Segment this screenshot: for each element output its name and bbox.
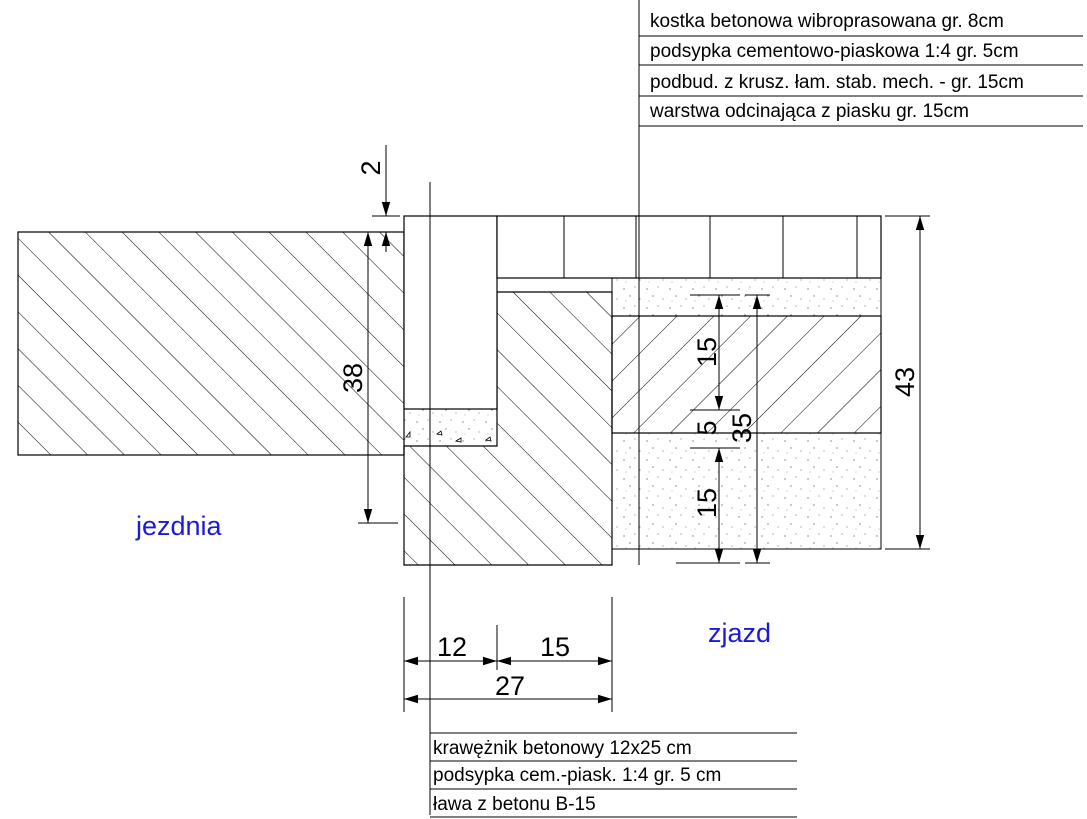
label-curb-bedding: podsypka cem.-piask. 1:4 gr. 5 cm — [433, 765, 721, 786]
dim-layers-total — [745, 294, 770, 564]
paver-joints — [563, 216, 858, 278]
sand-layer — [611, 432, 882, 550]
label-curb: krawężnik betonowy 12x25 cm — [433, 738, 692, 759]
dim-total-height — [885, 215, 930, 550]
label-sand-layer: warstwa odcinająca z piasku gr. 15cm — [649, 101, 969, 122]
label-footing: ława z betonu B-15 — [433, 794, 596, 815]
dim-curb-width-value: 12 — [437, 632, 467, 662]
label-aggregate-base: podbud. z krusz. łam. stab. mech. - gr. … — [650, 72, 1024, 93]
area-label-road: jezdnia — [135, 511, 223, 541]
concrete-curb — [403, 215, 498, 410]
dim-road-height — [358, 232, 398, 524]
dim-curb-reveal-value: 2 — [356, 160, 386, 175]
dim-layer-thicknesses — [676, 294, 740, 564]
paver-bedding — [611, 277, 882, 317]
aggregate-base — [611, 315, 882, 434]
dim-base-layer-value: 15 — [692, 337, 722, 367]
area-label-driveway: zjazd — [708, 618, 771, 648]
road-section — [17, 231, 405, 456]
dim-layers-total-value: 35 — [727, 413, 757, 443]
bottom-label-table — [430, 732, 797, 818]
dim-horizontal — [403, 597, 613, 712]
bedding-aggregate-marks — [405, 430, 492, 443]
dim-total-height-value: 43 — [890, 367, 920, 397]
dim-road-height-value: 38 — [338, 363, 368, 393]
dim-footing-ext-value: 15 — [540, 632, 570, 662]
label-paver-bedding: podsypka cementowo-piaskowa 1:4 gr. 5cm — [650, 41, 1019, 62]
dim-sand-layer-value: 15 — [692, 488, 722, 518]
dim-curb-reveal — [372, 145, 400, 252]
dim-footing-width-value: 27 — [495, 671, 525, 701]
curb-bedding — [403, 408, 498, 447]
top-label-table — [639, 35, 1083, 127]
paving-blocks — [496, 215, 882, 279]
label-pavers: kostka betonowa wibroprasowana gr. 8cm — [650, 11, 1004, 32]
dim-bedding-layer-value: 5 — [692, 420, 722, 435]
